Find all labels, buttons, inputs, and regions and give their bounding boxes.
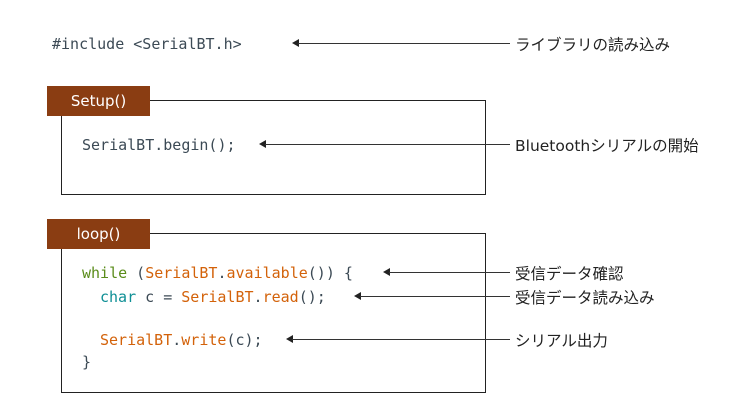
dot: . (253, 288, 263, 306)
read-mid: c = (136, 288, 182, 306)
while-label: 受信データ確認 (515, 265, 624, 283)
loop-line-read: char c = SerialBT.read(); (100, 288, 326, 306)
while-close: ()) { (307, 264, 353, 282)
include-arrow (292, 39, 510, 48)
write-close: (c); (226, 331, 263, 349)
loop-box (61, 233, 486, 393)
read-arrow (354, 292, 510, 301)
while-open: ( (127, 264, 146, 282)
while-arrow (383, 268, 510, 277)
include-code: #include <SerialBT.h> (52, 35, 242, 53)
write-arrow (286, 335, 510, 344)
setup-code-text: SerialBT.begin(); (82, 136, 236, 154)
closing-brace: } (82, 353, 92, 371)
read-method: read (262, 288, 299, 306)
setup-arrow (259, 140, 510, 149)
include-label: ライブラリの読み込み (515, 36, 671, 54)
available-method: available (226, 264, 308, 282)
char-type: char (100, 288, 137, 306)
dot: . (217, 264, 227, 282)
setup-tab: Setup() (47, 86, 150, 116)
read-close: (); (298, 288, 326, 306)
loop-line-write: SerialBT.write(c); (100, 331, 263, 349)
serialbt-object: SerialBT (181, 288, 254, 306)
serialbt-object: SerialBT (100, 331, 173, 349)
write-method: write (181, 331, 227, 349)
while-keyword: while (82, 264, 128, 282)
setup-code: SerialBT.begin(); (82, 136, 236, 154)
dot: . (172, 331, 182, 349)
loop-tab: loop() (47, 219, 150, 249)
setup-label: Bluetoothシリアルの開始 (515, 137, 699, 155)
read-label: 受信データ読み込み (515, 289, 655, 307)
write-label: シリアル出力 (515, 332, 608, 350)
serialbt-object: SerialBT (145, 264, 218, 282)
loop-line-while: while (SerialBT.available()) { (82, 264, 353, 282)
